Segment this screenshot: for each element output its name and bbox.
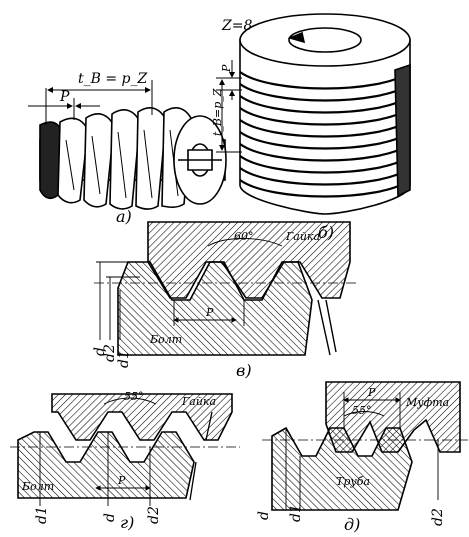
coupling-label: Муфта — [405, 396, 449, 409]
panel-d-pipe: P 55° Муфта Труба d d1 d2 д) — [256, 381, 468, 534]
starts-label: Z=8 — [221, 18, 252, 34]
pitch-dimension — [28, 98, 100, 120]
hob-lead-label: t_B=p_Z — [211, 88, 224, 136]
lead-label: t_B = p_Z — [78, 71, 148, 87]
d1-label-g: d1 — [34, 506, 50, 524]
d2-label-d: d2 — [430, 508, 446, 526]
pitch-label-d: P — [367, 386, 376, 399]
nut-section — [147, 221, 351, 299]
nut-label-v: Гайка — [285, 230, 320, 243]
panel-v-metric: 60° Гайка Болт P d d2 d1 в) — [92, 221, 358, 380]
worm-body — [39, 107, 227, 210]
d-label-v: d — [92, 347, 108, 356]
d1-label-v: d1 — [116, 350, 132, 368]
d2-label-v: d2 — [102, 344, 118, 362]
d2-label-g: d2 — [146, 506, 162, 524]
d-label-g: d — [102, 513, 118, 522]
panel-a-worm: t_B = p_Z P а) — [28, 71, 227, 226]
panel-g-whitworth: 55° Гайка Болт P d1 d d2 г) — [10, 390, 240, 532]
pitch-label: P — [59, 89, 70, 105]
pipe-section — [271, 426, 413, 511]
nut-section-g — [51, 393, 233, 441]
pitch-label-v: P — [205, 306, 214, 319]
caption-d: д) — [344, 515, 360, 534]
nut-label-g: Гайка — [181, 395, 216, 408]
caption-v: в) — [236, 361, 252, 380]
angle-60-label: 60° — [234, 230, 254, 243]
panel-b-hob: Z=8 P t_B=p_Z б) — [211, 13, 411, 242]
pipe-label: Труба — [336, 475, 370, 488]
angle-55-label-g: 55° — [124, 390, 144, 403]
bolt-section — [117, 261, 313, 356]
hob-dimensions — [216, 60, 242, 153]
hob-body — [239, 13, 411, 215]
d1-label-d: d1 — [288, 504, 304, 522]
hob-pitch-label: P — [220, 64, 233, 73]
pitch-label-g: P — [117, 474, 126, 487]
bolt-label-v: Болт — [149, 333, 182, 346]
caption-g: г) — [120, 513, 134, 532]
d-label-d: d — [256, 511, 272, 520]
bolt-label-g: Болт — [21, 480, 54, 493]
angle-55-label-d: 55° — [352, 404, 372, 417]
caption-a: а) — [116, 207, 132, 226]
